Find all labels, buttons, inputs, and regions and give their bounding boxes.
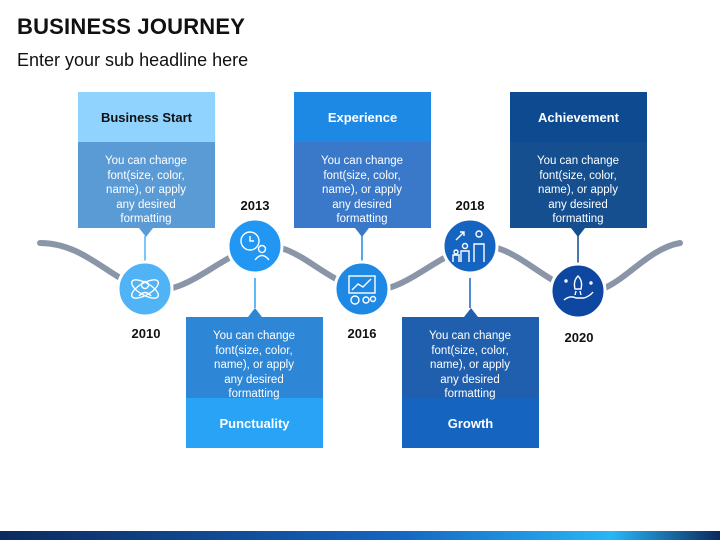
page-title: BUSINESS JOURNEY <box>17 14 246 39</box>
growth-family-icon <box>452 230 485 262</box>
year-2018: 2018 <box>455 198 485 213</box>
text-growth: You can change font(size, color, name), … <box>428 330 512 400</box>
rocket-hand-icon <box>563 275 594 301</box>
year-2013: 2013 <box>240 198 270 213</box>
year-2016: 2016 <box>347 326 377 341</box>
atom-person-icon <box>130 279 160 299</box>
year-2020: 2020 <box>564 330 594 345</box>
milestone-box-business-start <box>78 92 215 262</box>
heading-business-start: Business Start <box>100 109 193 125</box>
heading-growth: Growth <box>447 415 494 431</box>
milestone-circle-2020 <box>549 262 607 320</box>
text-achievement: You can change font(size, color, name), … <box>536 155 620 225</box>
chart-gears-icon <box>348 275 377 305</box>
milestone-box-experience <box>294 92 431 262</box>
page-subtitle: Enter your sub headline here <box>17 50 249 70</box>
milestone-box-punctuality <box>186 278 323 448</box>
heading-punctuality: Punctuality <box>219 415 290 431</box>
milestone-box-achievement <box>510 92 647 264</box>
heading-experience: Experience <box>327 109 398 125</box>
milestone-circle-2013 <box>226 217 284 275</box>
milestone-circle-2010 <box>116 260 174 318</box>
milestone-box-growth <box>402 278 539 448</box>
milestone-circle-2016 <box>333 260 391 318</box>
heading-achievement: Achievement <box>538 109 619 125</box>
text-business-start: You can change font(size, color, name), … <box>104 155 188 225</box>
text-punctuality: You can change font(size, color, name), … <box>212 330 296 400</box>
clock-person-icon <box>240 231 270 261</box>
bottom-accent-bar <box>0 531 720 540</box>
year-2010: 2010 <box>131 326 161 341</box>
text-experience: You can change font(size, color, name), … <box>320 155 404 225</box>
milestone-circle-2018 <box>441 217 499 275</box>
